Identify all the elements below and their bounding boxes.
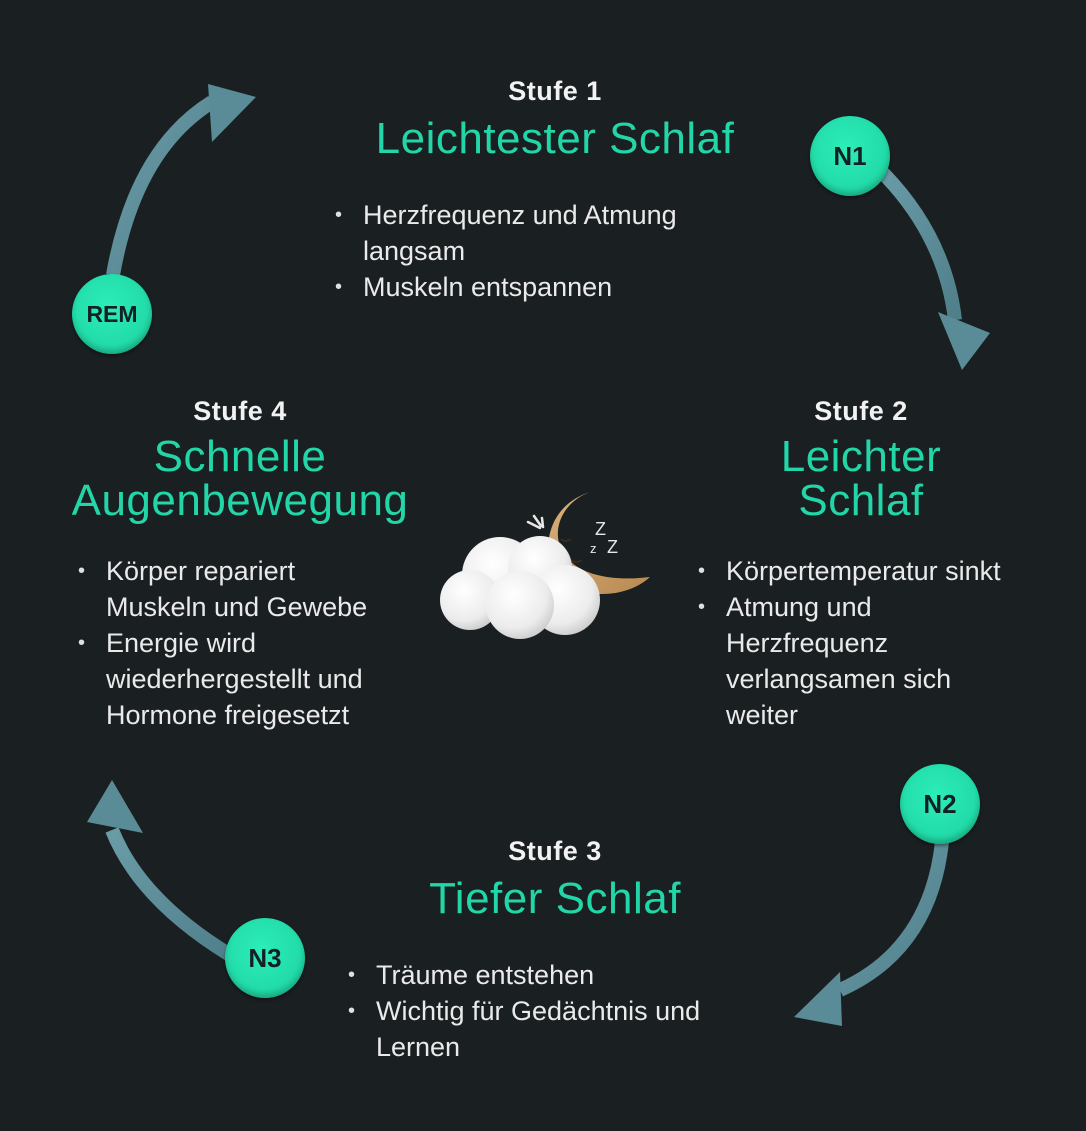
badge-n3: N3 (225, 918, 305, 998)
stage-4-bullets: Körper repariert Muskeln und Gewebe Ener… (76, 553, 396, 733)
bullet: Muskeln entspannen (333, 269, 733, 305)
bullet: Körpertemperatur sinkt (696, 553, 1046, 589)
badge-n2-label: N2 (923, 788, 957, 819)
arrow-n2-to-stage3 (794, 841, 949, 1026)
stage-3: Stufe 3 Tiefer Schlaf Träume entstehen W… (340, 836, 770, 1065)
badge-n1: N1 (810, 116, 890, 196)
bullet: Herzfrequenz und Atmung langsam (333, 197, 733, 269)
stage-1-label: Stufe 1 (508, 76, 602, 106)
stage-3-label: Stufe 3 (508, 836, 602, 866)
stage-4-label: Stufe 4 (193, 396, 287, 426)
bullet: Körper repariert Muskeln und Gewebe (76, 553, 396, 625)
bullet: Atmung und Herzfrequenz verlangsamen sic… (696, 589, 986, 733)
badge-n1-label: N1 (833, 140, 867, 171)
stage-2-title-line1: Leichter (780, 432, 942, 481)
svg-text:Z: Z (607, 537, 618, 557)
cloud-icon (440, 536, 600, 639)
stage-4-title-line1: Schnelle (153, 432, 327, 481)
bullet: Träume entstehen (346, 957, 746, 993)
stage-4-title-line2: Augenbewegung (71, 476, 409, 525)
arrow-rem-to-stage1 (106, 84, 256, 277)
stage-3-title: Tiefer Schlaf (429, 874, 681, 923)
stage-3-bullets: Träume entstehen Wichtig für Gedächtnis … (346, 957, 746, 1065)
stage-2-label: Stufe 2 (814, 396, 908, 426)
bullet: Energie wird wiederhergestellt und Hormo… (76, 625, 396, 733)
arrow-n1-to-stage2 (875, 165, 990, 370)
zzz-icon: Z (595, 519, 606, 539)
stage-2-bullets: Körpertemperatur sinkt Atmung und Herzfr… (696, 553, 1046, 733)
badge-rem-label: REM (86, 300, 138, 327)
stage-4: Stufe 4 Schnelle Augenbewegung Körper re… (20, 396, 460, 733)
stage-1-title: Leichtester Schlaf (375, 114, 735, 163)
badge-rem: REM (72, 274, 152, 354)
badge-n2: N2 (900, 764, 980, 844)
stage-1: Stufe 1 Leichtester Schlaf Herzfrequenz … (300, 76, 810, 305)
svg-text:z: z (590, 541, 597, 556)
arrow-n3-to-stage4 (87, 780, 234, 961)
stage-2-title-line2: Schlaf (798, 476, 924, 525)
stage-1-bullets: Herzfrequenz und Atmung langsam Muskeln … (333, 197, 733, 305)
bullet: Wichtig für Gedächtnis und Lernen (346, 993, 746, 1065)
sleeping-moon-cloud-icon: Z z Z (440, 492, 650, 639)
badge-n3-label: N3 (248, 942, 282, 973)
stage-2: Stufe 2 Leichter Schlaf Körpertemperatur… (696, 396, 1046, 733)
